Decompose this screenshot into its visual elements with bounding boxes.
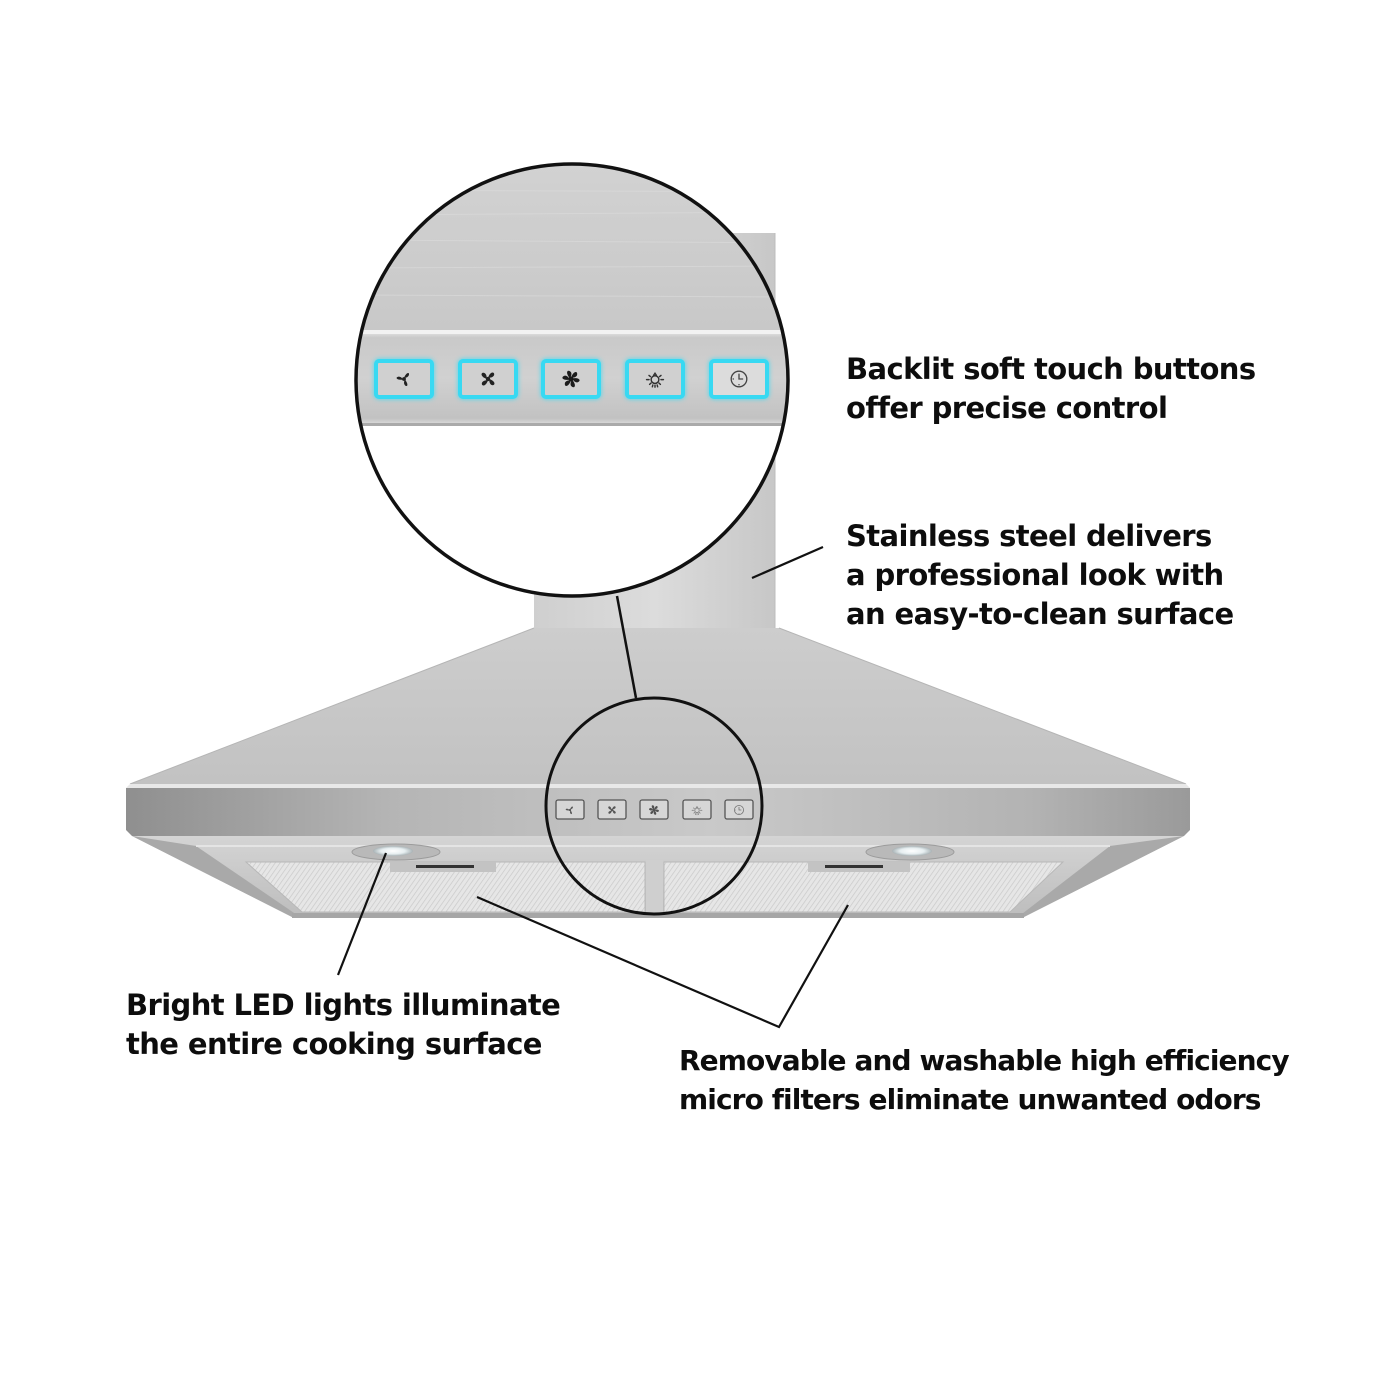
hood-button-fan-low[interactable]: [555, 799, 585, 820]
magnify-connector-line: [615, 595, 638, 699]
grease-filter-left[interactable]: [244, 861, 646, 913]
callout-line: Removable and washable high efficiency: [679, 1044, 1290, 1077]
callout-stainless-steel: Stainless steel delivers a professional …: [846, 517, 1234, 634]
leader-filters: [476, 895, 849, 1029]
led-light-left[interactable]: [351, 843, 441, 861]
callout-line: micro filters eliminate unwanted odors: [679, 1083, 1261, 1116]
backlit-buttons-magnified: [374, 359, 769, 399]
button-fan-medium[interactable]: [458, 359, 518, 399]
callout-line: an easy-to-clean surface: [846, 597, 1234, 631]
leader-steel: [751, 545, 824, 580]
callout-micro-filters: Removable and washable high efficiency m…: [679, 1041, 1290, 1119]
leader-lines: [336, 545, 849, 1029]
callout-line: offer precise control: [846, 391, 1168, 425]
callout-line: Bright LED lights illuminate: [126, 988, 561, 1022]
button-light[interactable]: [625, 359, 685, 399]
led-light-right[interactable]: [865, 843, 955, 861]
hood-button-fan-medium[interactable]: [597, 799, 627, 820]
magnify-ring-small: [544, 696, 764, 916]
hood-button-light[interactable]: [682, 799, 712, 820]
hood-button-timer[interactable]: [724, 799, 754, 820]
magnify-ring-large: [354, 162, 790, 598]
callout-line: Backlit soft touch buttons: [846, 352, 1256, 386]
callout-led-lights: Bright LED lights illuminate the entire …: [126, 986, 561, 1064]
leader-led: [336, 852, 388, 976]
hood-canopy: [130, 628, 1186, 784]
callout-line: the entire cooking surface: [126, 1027, 542, 1061]
callout-line: a professional look with: [846, 558, 1224, 592]
callout-backlit-buttons: Backlit soft touch buttons offer precise…: [846, 350, 1256, 428]
grease-filter-right[interactable]: [663, 861, 1065, 913]
hood-button-fan-high[interactable]: [639, 799, 669, 820]
button-fan-low[interactable]: [374, 359, 434, 399]
button-fan-high[interactable]: [541, 359, 601, 399]
button-timer[interactable]: [709, 359, 769, 399]
callout-line: Stainless steel delivers: [846, 519, 1212, 553]
hood-control-panel: [555, 799, 754, 820]
